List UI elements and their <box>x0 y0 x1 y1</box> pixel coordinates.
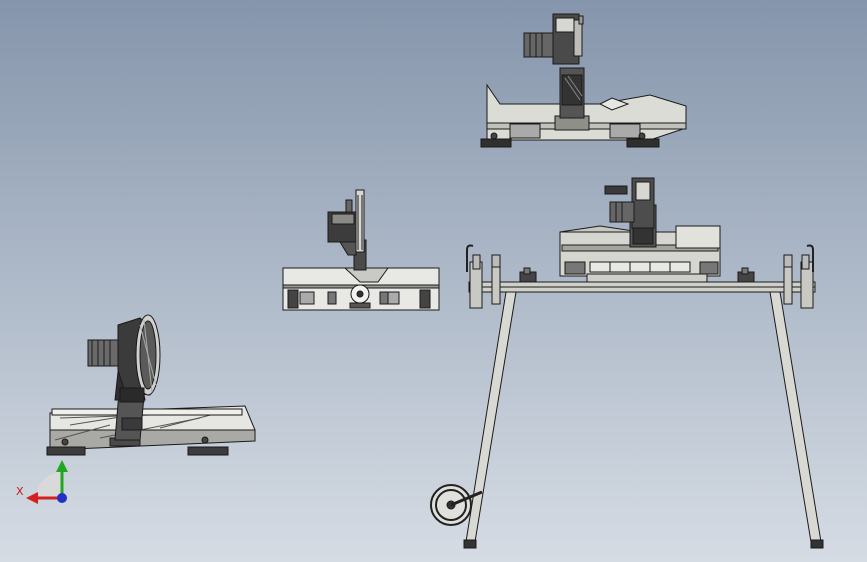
stand-leg-right <box>769 291 823 549</box>
stand-leg-left <box>464 291 517 549</box>
stand-assembly-view[interactable] <box>430 177 824 549</box>
triad-x-label: X <box>16 485 24 498</box>
triad-plane-arc <box>36 472 62 498</box>
triad-z-axis <box>57 493 67 503</box>
iso-foot <box>187 446 229 456</box>
stand-hook-left <box>466 244 474 272</box>
top-foot <box>626 138 660 148</box>
top-motor <box>523 32 557 58</box>
front-view[interactable] <box>282 189 440 311</box>
coordinate-triad: X <box>16 460 68 504</box>
top-view[interactable] <box>480 13 687 148</box>
iso-foot <box>46 446 86 456</box>
front-blade <box>355 189 365 253</box>
stand-hook-right <box>806 244 814 272</box>
isometric-view[interactable] <box>46 314 256 456</box>
iso-base-side <box>49 429 256 451</box>
iso-fence <box>51 408 243 416</box>
top-foot <box>480 138 512 148</box>
stand-wheel <box>430 484 483 526</box>
